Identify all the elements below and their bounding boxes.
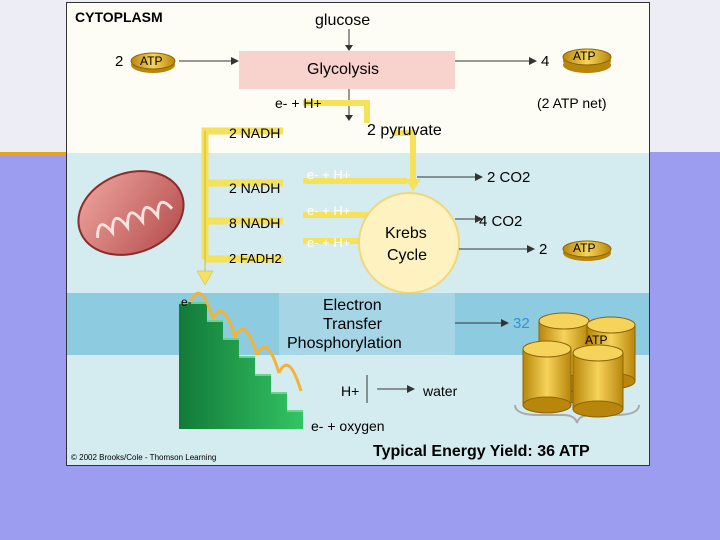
atp-out-label: ATP bbox=[573, 49, 596, 63]
etp-label-line1: Electron bbox=[323, 297, 382, 314]
glycolysis-net-label: (2 ATP net) bbox=[537, 95, 607, 111]
coins-etp-stacks bbox=[522, 312, 636, 418]
atp-in-count: 2 bbox=[115, 53, 124, 70]
krebs-cycle-circle bbox=[359, 193, 459, 293]
transition-nadh-label: 2 NADH bbox=[229, 180, 281, 196]
krebs-label-line2: Cycle bbox=[387, 247, 428, 264]
glycolysis-nadh-label: 2 NADH bbox=[229, 125, 281, 141]
krebs-fadh-label: 2 FADH2 bbox=[229, 251, 282, 266]
krebs-nadh-label: 8 NADH bbox=[229, 215, 281, 231]
glycolysis-label: Glycolysis bbox=[307, 61, 380, 78]
cytoplasm-label: CYTOPLASM bbox=[75, 9, 163, 25]
krebs-atp-label: ATP bbox=[573, 241, 596, 255]
glycolysis-electron-label: e- + H+ bbox=[275, 95, 322, 111]
oxygen-label: e- + oxygen bbox=[311, 418, 385, 434]
atp-in-label: ATP bbox=[140, 54, 163, 68]
energy-yield-label: Typical Energy Yield: 36 ATP bbox=[373, 443, 590, 460]
krebs-atp-count: 2 bbox=[539, 241, 548, 258]
transition-co2-label: 2 CO2 bbox=[487, 169, 531, 186]
coins-atp-out bbox=[562, 48, 612, 73]
coins-krebs-atp bbox=[562, 240, 612, 261]
etp-atp-label: ATP bbox=[585, 333, 608, 347]
etp-electron-label: e- bbox=[181, 295, 192, 309]
copyright-label: © 2002 Brooks/Cole - Thomson Learning bbox=[71, 453, 217, 462]
water-label: water bbox=[423, 383, 458, 399]
slide-accent-rule bbox=[0, 152, 66, 156]
atp-out-count: 4 bbox=[541, 53, 550, 70]
krebs-electron-label-2: e- + H+ bbox=[307, 235, 351, 250]
transition-electron-label: e- + H+ bbox=[307, 167, 351, 182]
krebs-electron-label-1: e- + H+ bbox=[307, 203, 351, 218]
etp-label-line3: Phosphorylation bbox=[287, 335, 402, 352]
proton-label: H+ bbox=[341, 383, 360, 399]
etp-label-line2: Transfer bbox=[323, 316, 382, 333]
etp-atp-count: 32 bbox=[513, 315, 530, 332]
electron-hops bbox=[189, 291, 303, 392]
glycolysis-box bbox=[239, 51, 455, 89]
pyruvate-label: 2 pyruvate bbox=[367, 122, 442, 139]
cellular-respiration-figure: CYTOPLASM glucose 2 ATP Glycolysis 4 ATP… bbox=[66, 2, 650, 466]
krebs-label-line1: Krebs bbox=[385, 225, 427, 242]
krebs-co2-label: 4 CO2 bbox=[479, 213, 523, 230]
coins-atp-in bbox=[130, 52, 176, 73]
etp-box bbox=[279, 293, 455, 355]
figure-artwork bbox=[67, 3, 649, 465]
glucose-label: glucose bbox=[315, 12, 371, 29]
energy-stairs bbox=[179, 303, 303, 429]
